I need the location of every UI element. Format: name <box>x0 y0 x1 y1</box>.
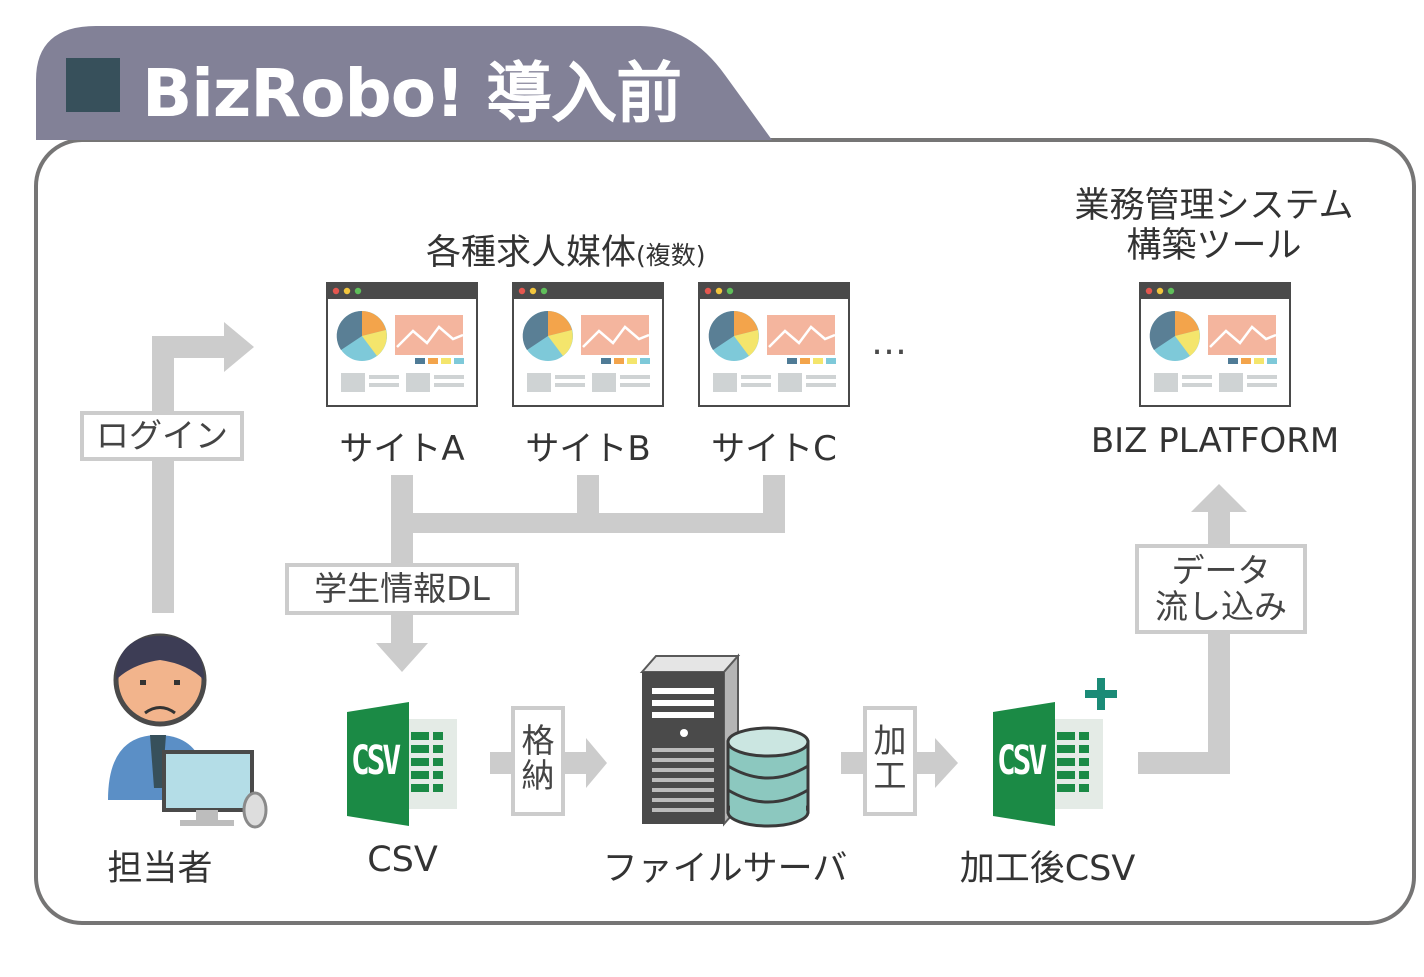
header-square <box>66 58 120 112</box>
data-in-line2: 流し込み <box>1155 587 1287 626</box>
media-heading-note: (複数) <box>636 241 706 270</box>
data-in-label: データ 流し込み <box>1141 553 1301 625</box>
data-in-line1: データ <box>1171 551 1271 590</box>
processed-csv-label: 加工後CSV <box>959 849 1136 889</box>
csv-icon-text: CSV <box>351 738 401 784</box>
process-box <box>863 706 917 816</box>
media-heading: 各種求人媒体(複数) <box>426 224 706 275</box>
csv-label: CSV <box>367 840 438 880</box>
process-label: 加工 <box>873 721 907 795</box>
biz-platform-browser-icon <box>1138 281 1292 408</box>
system-heading-line2: 構築ツール <box>1126 226 1302 266</box>
login-box <box>80 411 244 461</box>
site-b-label: サイトB <box>525 429 651 469</box>
site-c-label: サイトC <box>711 429 837 469</box>
site-c-browser-icon <box>697 281 851 408</box>
system-heading: 業務管理システム 構築ツール <box>1064 186 1364 266</box>
header-tab <box>36 26 772 140</box>
site-a-label: サイトA <box>339 429 465 469</box>
download-label: 学生情報DL <box>314 569 490 608</box>
media-heading-text: 各種求人媒体 <box>426 233 637 273</box>
person-label: 担当者 <box>107 849 213 889</box>
site-a-browser-icon <box>325 281 479 408</box>
file-server-icon <box>639 653 810 828</box>
plus-icon <box>1085 678 1117 710</box>
system-heading-line1: 業務管理システム <box>1074 186 1354 226</box>
data-in-box <box>1135 544 1307 634</box>
site-b-browser-icon <box>511 281 665 408</box>
login-label: ログイン <box>96 416 228 455</box>
store-label: 格納 <box>521 721 555 795</box>
login-arrow <box>152 322 254 613</box>
person-icon <box>108 633 268 829</box>
biz-platform-label: BIZ PLATFORM <box>1090 421 1340 461</box>
processed-csv-icon-text: CSV <box>997 738 1047 784</box>
more-sites-ellipsis: … <box>871 322 907 363</box>
download-box <box>285 563 519 615</box>
store-box <box>511 706 565 816</box>
page-title: BizRobo! 導入前 <box>142 55 682 132</box>
file-server-label: ファイルサーバ <box>602 849 848 889</box>
